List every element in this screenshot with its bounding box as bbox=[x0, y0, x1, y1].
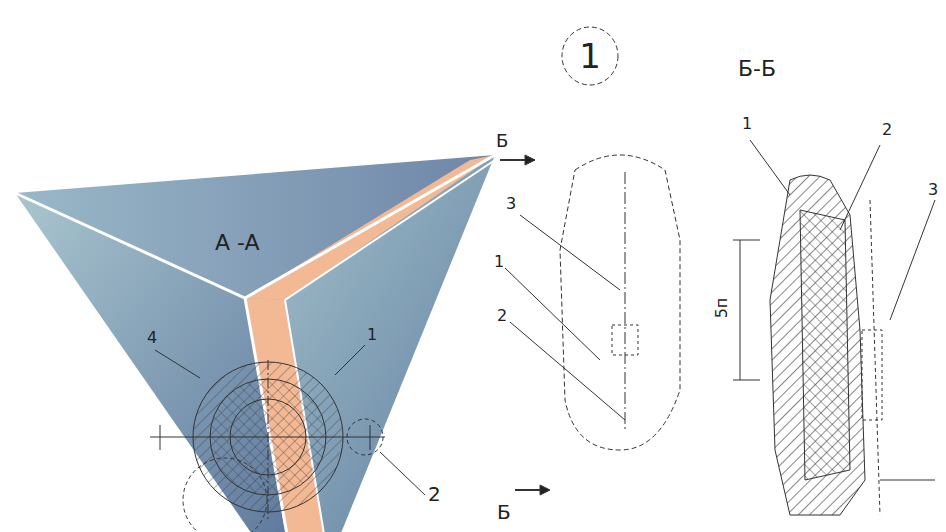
detail-view bbox=[500, 155, 680, 495]
section-drawing bbox=[150, 345, 425, 532]
callout-number: 3 bbox=[928, 182, 938, 198]
callout-number: 1 bbox=[367, 327, 377, 343]
detail-circle: 1 bbox=[560, 25, 620, 87]
callout-number: 2 bbox=[882, 122, 892, 138]
detail-number: 1 bbox=[560, 36, 620, 76]
callout-number: 1 bbox=[494, 254, 504, 270]
callout-number: 1 bbox=[742, 116, 752, 132]
section-view bbox=[733, 140, 935, 515]
section-title: Б-Б bbox=[738, 58, 776, 80]
watermark-logo bbox=[15, 155, 495, 532]
section-mark: Б bbox=[497, 502, 511, 522]
callout-number: 2 bbox=[428, 484, 441, 504]
section-mark: Б bbox=[496, 132, 508, 150]
callout-number: 3 bbox=[506, 196, 516, 212]
section-title: A -A bbox=[215, 232, 260, 254]
callout-number: 4 bbox=[147, 330, 157, 346]
dimension: 5п bbox=[714, 298, 730, 319]
callout-number: 2 bbox=[497, 308, 507, 324]
